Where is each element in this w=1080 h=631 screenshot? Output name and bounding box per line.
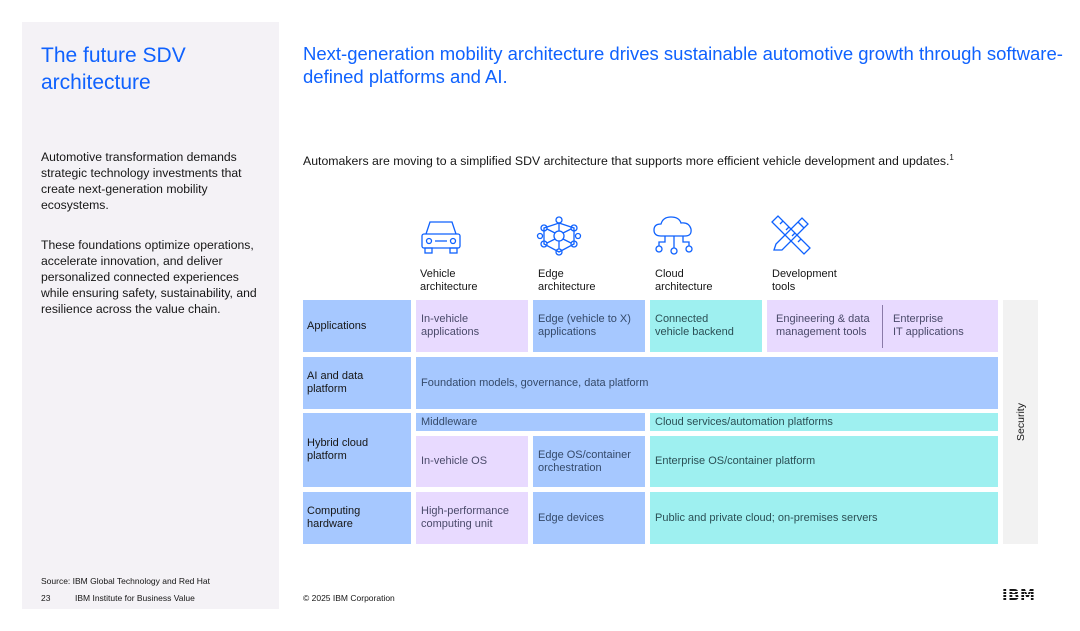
car-icon [418,214,464,258]
col-label-edge: Edge architecture [538,268,596,293]
source-note: Source: IBM Global Technology and Red Ha… [41,576,210,586]
cell-cloud-services: Cloud services/automation platforms [650,413,998,431]
security-column: Security [1003,300,1038,544]
footnote-marker: 1 [949,153,954,162]
page-number: 23 [41,593,51,603]
cell-enterprise-os: Enterprise OS/container platform [650,436,998,487]
tools-icon [768,214,814,258]
cell-engineering-tools-text: Engineering & data management tools [776,313,870,338]
col-label-devtools: Development tools [772,268,837,293]
cell-in-vehicle-apps: In-vehicle applications [416,300,528,352]
cell-in-vehicle-os: In-vehicle OS [416,436,528,487]
cloud-icon [651,214,697,258]
row-head-ai: AI and data platform [303,357,411,409]
sidebar-title: The future SDV architecture [41,44,186,94]
col-label-vehicle: Vehicle architecture [420,268,478,293]
cell-cloud-servers: Public and private cloud; on-premises se… [650,492,998,544]
security-label: Security [1014,403,1027,441]
row-head-applications: Applications [303,300,411,352]
cell-middleware: Middleware [416,413,645,431]
subtext-body: Automakers are moving to a simplified SD… [303,154,950,169]
cell-divider [882,305,883,348]
org-name: IBM Institute for Business Value [75,593,195,603]
sidebar: The future SDV architecture Automotive t… [22,22,279,609]
cell-foundation-models: Foundation models, governance, data plat… [416,357,998,409]
row-head-computing: Computing hardware [303,492,411,544]
cell-edge-os: Edge OS/container orchestration [533,436,645,487]
sidebar-paragraph-1: Automotive transformation demands strate… [41,150,242,212]
subtext: Automakers are moving to a simplified SD… [303,150,1063,169]
ibm-logo: IBM [1002,586,1036,604]
cell-enterprise-it: Enterprise IT applications [893,313,964,338]
row-head-hybrid: Hybrid cloud platform [303,413,411,487]
cell-connected-backend: Connected vehicle backend [650,300,762,352]
sidebar-paragraph-2: These foundations optimize operations, a… [41,238,257,316]
network-icon [536,214,582,258]
page-headline: Next-generation mobility architecture dr… [303,43,1063,87]
col-label-cloud: Cloud architecture [655,268,713,293]
cell-hpc-unit: High-performance computing unit [416,492,528,544]
cell-edge-devices: Edge devices [533,492,645,544]
cell-edge-apps: Edge (vehicle to X) applications [533,300,645,352]
copyright: © 2025 IBM Corporation [303,593,395,603]
